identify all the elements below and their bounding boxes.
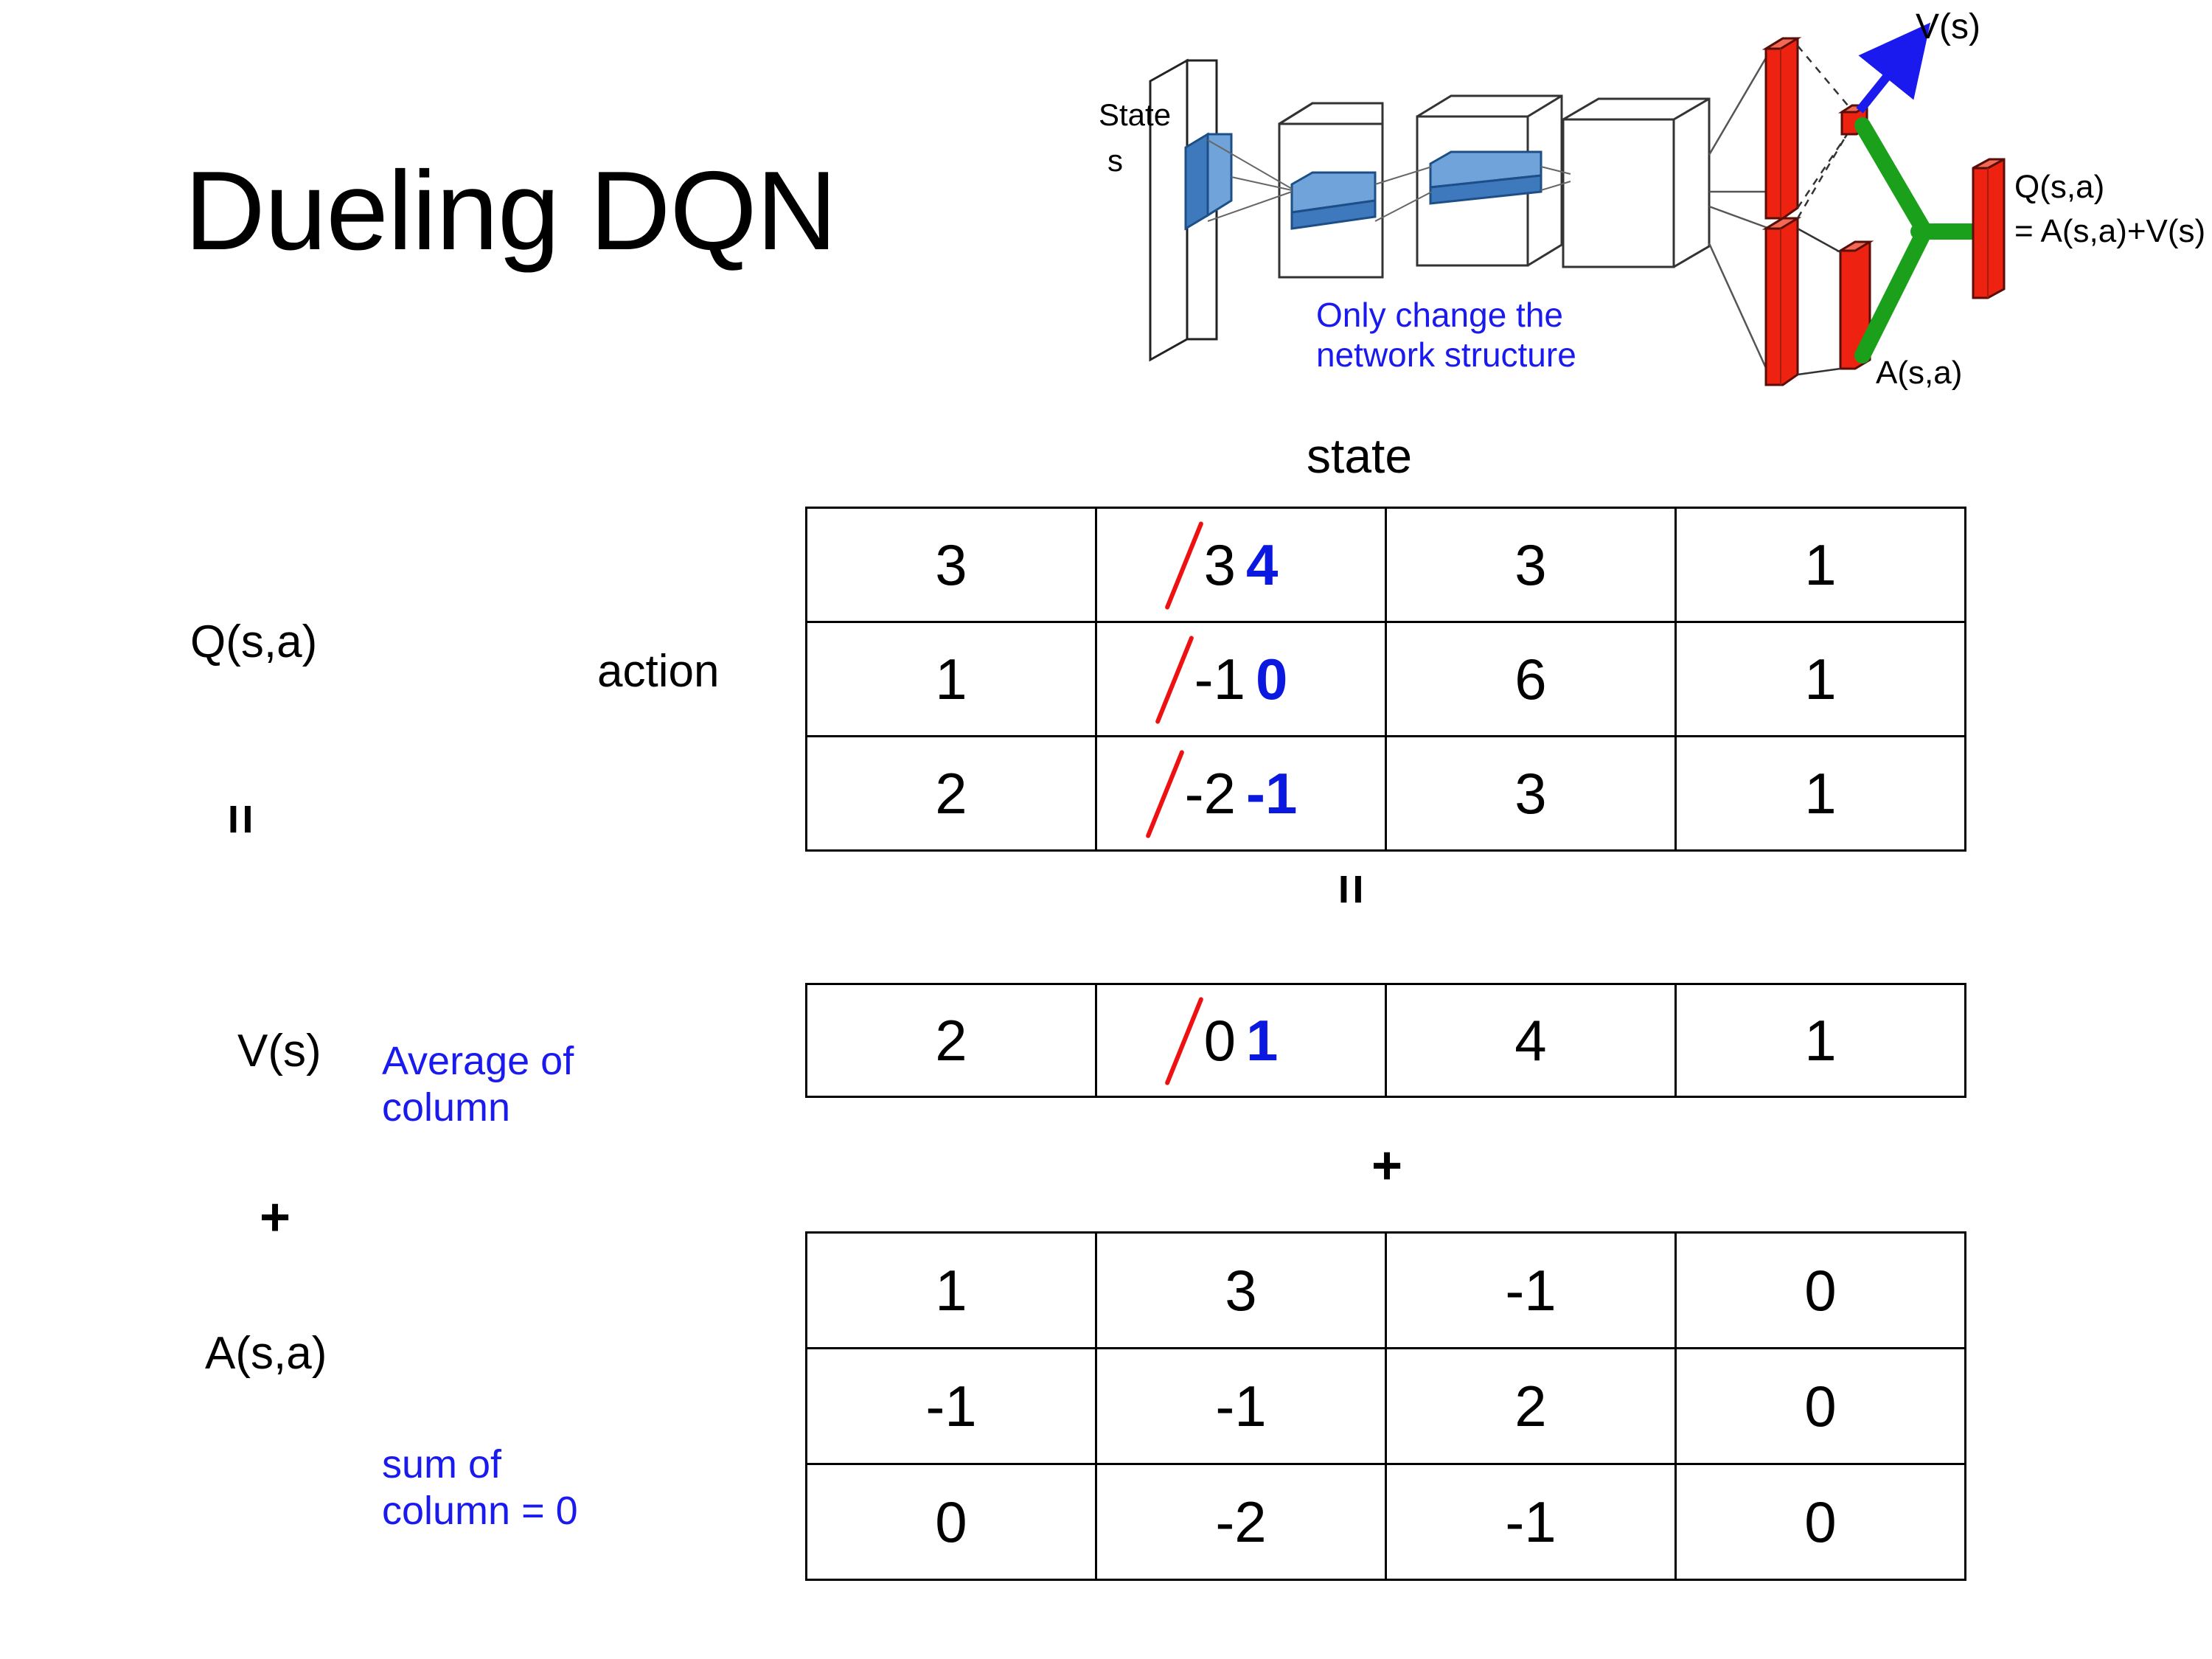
- advantage-output-label: A(s,a): [1876, 355, 1962, 391]
- table-cell: 1: [1674, 735, 1966, 852]
- table-cell: 1: [1674, 621, 1966, 737]
- struck-old-value: -2: [1184, 760, 1236, 826]
- table-cell: 3: [1385, 507, 1677, 623]
- table-cell: -1: [1095, 1347, 1387, 1465]
- struck-old-value: -1: [1194, 646, 1245, 712]
- table-cell: 3: [1095, 1231, 1387, 1349]
- plus-sign-middle: +: [1371, 1136, 1403, 1195]
- struck-old-value: 0: [1203, 1007, 1236, 1073]
- table-cell: 3: [1385, 735, 1677, 852]
- state-axis-label: state: [1307, 428, 1413, 483]
- q-output-label-line2: = A(s,a)+V(s): [2014, 213, 2205, 249]
- table-cell: 2: [1385, 1347, 1677, 1465]
- table-cell: -2: [1095, 1463, 1387, 1581]
- a-function-label: A(s,a): [205, 1328, 327, 1379]
- corrected-new-value: 0: [1255, 646, 1288, 712]
- struck-old-value: 3: [1203, 532, 1236, 597]
- q-output-label-line1: Q(s,a): [2014, 169, 2104, 205]
- state-input-label-line1: State: [1099, 97, 1171, 132]
- table-cell-edited: -2-1: [1095, 735, 1387, 852]
- action-axis-label: action: [597, 646, 720, 697]
- network-note-line2: network structure: [1316, 335, 1576, 375]
- corrected-new-value: 4: [1246, 532, 1279, 597]
- table-cell: 0: [805, 1463, 1097, 1581]
- table-cell: 2: [805, 983, 1097, 1098]
- network-note-line1: Only change the: [1316, 296, 1564, 334]
- v-function-label: V(s): [237, 1026, 321, 1077]
- table-cell: 3: [805, 507, 1097, 623]
- cell-edit-group: -2-1: [1185, 760, 1298, 827]
- table-cell: 1: [805, 1231, 1097, 1349]
- sum-note-line2: column = 0: [382, 1489, 578, 1534]
- table-cell: 2: [805, 735, 1097, 852]
- corrected-new-value: -1: [1246, 760, 1298, 826]
- sum-of-column-note: sum of column = 0: [382, 1441, 578, 1534]
- table-cell: 4: [1385, 983, 1677, 1098]
- table-cell: 0: [1674, 1463, 1966, 1581]
- average-note-line2: column: [382, 1085, 511, 1130]
- q-function-label: Q(s,a): [190, 616, 318, 667]
- table-cell: 1: [1674, 507, 1966, 623]
- value-output-label: V(s): [1916, 7, 1980, 46]
- page-title: Dueling DQN: [184, 148, 837, 274]
- table-cell: -1: [1385, 1463, 1677, 1581]
- table-cell: 1: [1674, 983, 1966, 1098]
- plus-sign-left: +: [260, 1188, 291, 1247]
- equals-sign-middle: =: [1321, 874, 1380, 905]
- equals-sign-left: =: [211, 804, 270, 835]
- table-cell: 6: [1385, 621, 1677, 737]
- average-of-column-note: Average of column: [382, 1038, 574, 1131]
- table-cell: 1: [805, 621, 1097, 737]
- table-cell: 0: [1674, 1231, 1966, 1349]
- sum-note-line1: sum of: [382, 1442, 502, 1486]
- network-note: Only change the network structure: [1316, 295, 1576, 375]
- dueling-network-diagram: V(s) Q(s,a) = A(s,a)+V(s) A(s,a) State s: [1099, 7, 2205, 406]
- table-cell: 0: [1674, 1347, 1966, 1465]
- state-input-label-line2: s: [1107, 143, 1123, 178]
- table-cell: -1: [1385, 1231, 1677, 1349]
- average-note-line1: Average of: [382, 1039, 574, 1083]
- table-cell: -1: [805, 1347, 1097, 1465]
- corrected-new-value: 1: [1246, 1007, 1279, 1073]
